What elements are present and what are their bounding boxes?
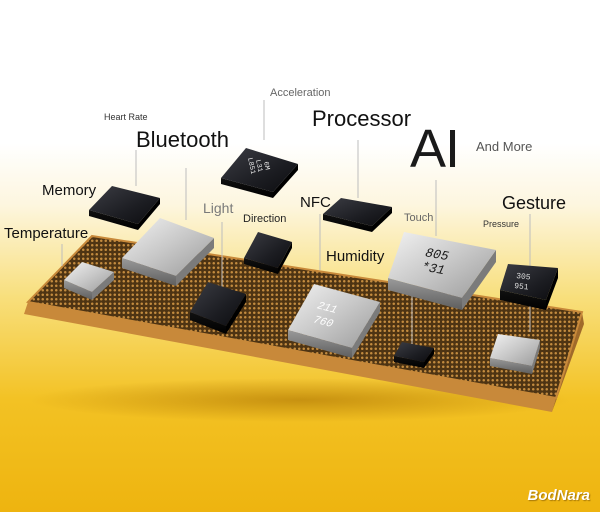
gesture-chip bbox=[490, 334, 540, 374]
label-acceleration: Acceleration bbox=[270, 87, 331, 99]
label-temperature: Temperature bbox=[4, 225, 89, 242]
light-chip bbox=[190, 282, 246, 334]
label-touch: Touch bbox=[404, 212, 434, 224]
label-memory: Memory bbox=[42, 182, 97, 199]
label-nfc: NFC bbox=[300, 194, 331, 211]
label-processor: Processor bbox=[312, 106, 412, 131]
memory-chip bbox=[89, 186, 160, 230]
svg-text:L31: L31 bbox=[253, 159, 263, 173]
temperature-chip bbox=[64, 262, 114, 300]
label-and-more: And More bbox=[476, 139, 533, 154]
label-direction: Direction bbox=[243, 213, 287, 225]
label-light: Light bbox=[203, 200, 234, 216]
touch-mark-2: *31 bbox=[418, 260, 447, 278]
label-gesture: Gesture bbox=[502, 193, 567, 213]
direction-chip bbox=[244, 232, 292, 274]
svg-text:6M: 6M bbox=[261, 161, 271, 171]
label-pressure: Pressure bbox=[483, 219, 520, 229]
label-heart-rate: Heart Rate bbox=[104, 112, 148, 122]
humidity-chip: 211 760 bbox=[288, 284, 380, 358]
pressure-chip: 305 951 bbox=[500, 264, 558, 310]
humidity-mark-2: 760 bbox=[310, 315, 336, 330]
accel-mark-1: L851 bbox=[245, 157, 256, 175]
svg-text:L851: L851 bbox=[245, 157, 256, 175]
humidity-mark-1: 211 bbox=[314, 301, 340, 316]
label-bluetooth: Bluetooth bbox=[136, 127, 229, 152]
touch-sensor-chip bbox=[394, 342, 434, 368]
bluetooth-chip bbox=[122, 218, 214, 286]
label-humidity: Humidity bbox=[326, 248, 385, 265]
touch-chip: 805 *31 bbox=[388, 232, 496, 310]
processor-chip bbox=[323, 198, 392, 232]
acceleration-chip: L851 L31 6M bbox=[221, 148, 298, 198]
board-front-edge bbox=[24, 302, 556, 412]
pressure-mark-2: 951 bbox=[514, 282, 529, 292]
accel-mark-3: 6M bbox=[261, 161, 271, 171]
label-ai: AI bbox=[410, 119, 460, 179]
accel-mark-2: L31 bbox=[253, 159, 263, 173]
pressure-mark-1: 305 bbox=[516, 272, 531, 282]
touch-mark-1: 805 bbox=[422, 246, 451, 264]
bodnara-watermark: BodNara bbox=[527, 487, 590, 504]
